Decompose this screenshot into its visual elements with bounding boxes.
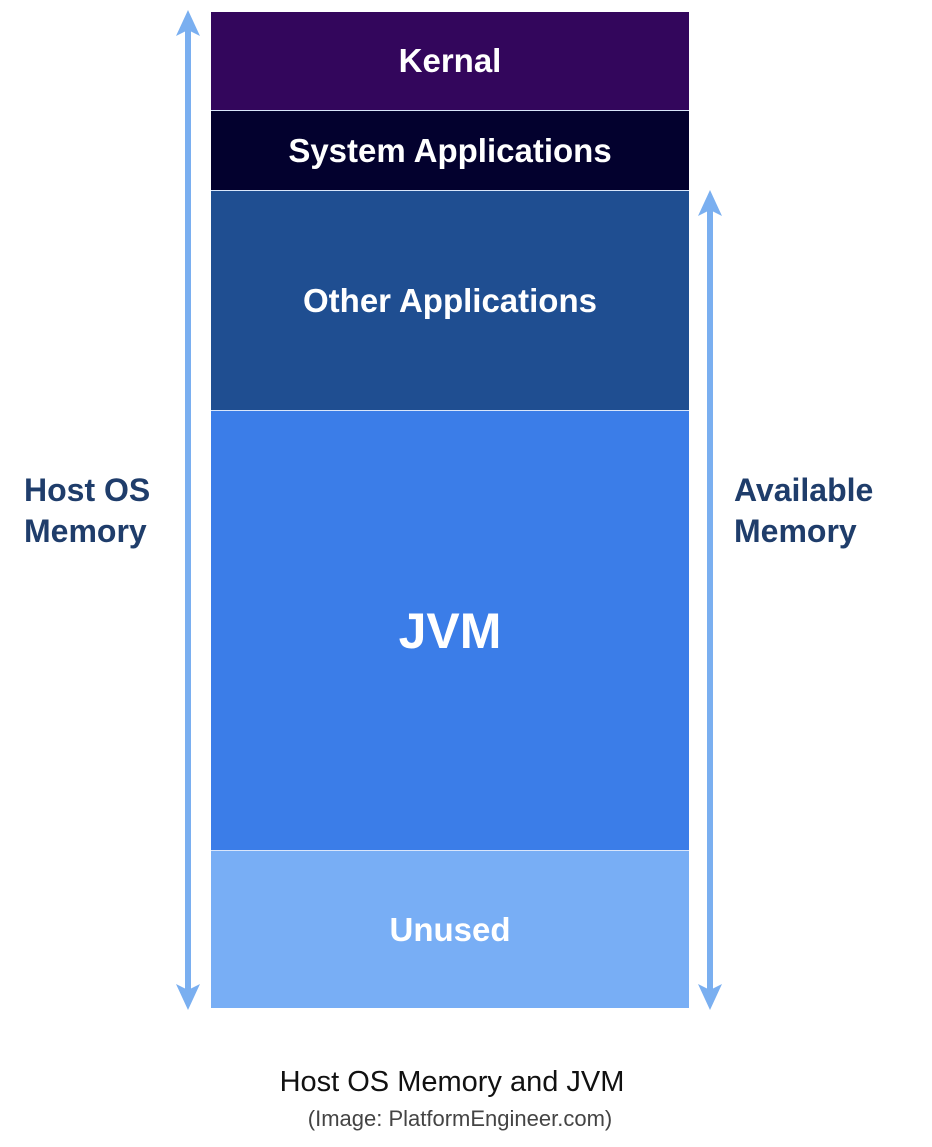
segment-other-applications-label: Other Applications — [303, 281, 597, 319]
available-memory-label: Available Memory — [734, 470, 924, 552]
segment-unused-label: Unused — [389, 910, 511, 948]
available-memory-label-line2: Memory — [734, 513, 857, 549]
segment-unused: Unused — [211, 851, 689, 1008]
segment-divider — [211, 410, 689, 411]
segment-divider — [211, 190, 689, 191]
segment-jvm-label: JVM — [398, 602, 502, 659]
segment-other-applications: Other Applications — [211, 191, 689, 410]
host-os-memory-arrow — [176, 10, 200, 1010]
available-memory-arrow — [698, 190, 722, 1010]
segment-system-applications: System Applications — [211, 111, 689, 190]
host-os-memory-label-line1: Host OS — [24, 472, 151, 508]
segment-jvm: JVM — [211, 411, 689, 850]
segment-kernal-label: Kernal — [398, 42, 502, 79]
host-os-memory-label: Host OS Memory — [24, 470, 174, 552]
segment-divider — [211, 110, 689, 111]
segment-divider — [211, 850, 689, 851]
segment-kernal: Kernal — [211, 12, 689, 110]
segment-system-applications-label: System Applications — [288, 131, 612, 169]
available-memory-label-line1: Available — [734, 472, 874, 508]
host-os-memory-label-line2: Memory — [24, 513, 147, 549]
image-credit: (Image: PlatformEngineer.com) — [307, 1106, 613, 1131]
figure-caption: Host OS Memory and JVM — [279, 1066, 625, 1098]
